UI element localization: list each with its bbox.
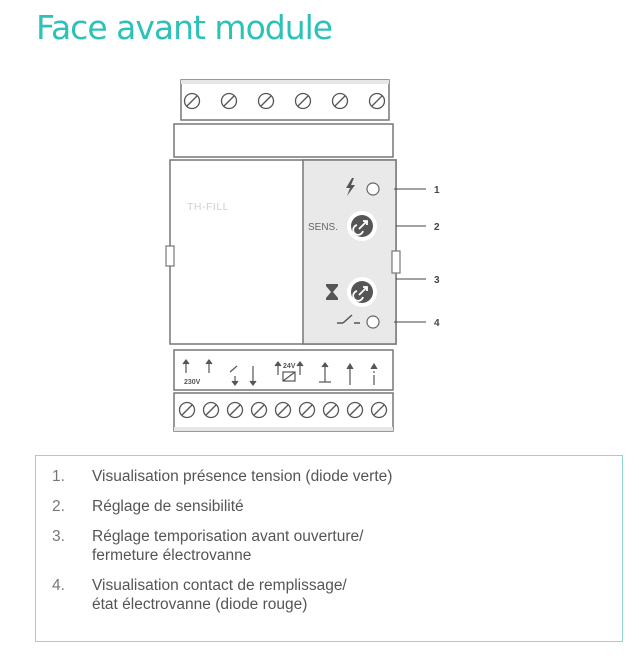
legend-number: 2. <box>52 498 65 515</box>
callout-2: 2 <box>434 222 440 233</box>
screw-terminal-icon <box>178 401 196 419</box>
screw-terminal-icon <box>322 401 340 419</box>
legend-item: 1. Visualisation présence tension (diode… <box>52 467 622 486</box>
sens-label: SENS. <box>308 222 338 233</box>
legend-item: 4. Visualisation contact de remplissage/… <box>52 576 622 614</box>
legend-item: 3. Réglage temporisation avant ouverture… <box>52 527 622 565</box>
callout-1: 1 <box>434 185 440 196</box>
screw-terminal-icon <box>298 401 316 419</box>
legend-text: fermeture électrovanne <box>92 547 252 564</box>
module-body: TH-FILL SENS. <box>165 159 401 345</box>
screw-terminal-icon <box>250 401 268 419</box>
screw-terminal-icon <box>368 92 386 110</box>
callout-4: 4 <box>434 318 440 329</box>
screw-terminal-icon <box>202 401 220 419</box>
voltage-24-label: 24V <box>283 363 296 370</box>
legend-number: 1. <box>52 468 65 485</box>
wiring-symbols-strip: 230V 24V <box>173 349 394 391</box>
top-terminal-block <box>180 79 390 121</box>
screw-terminal-icon <box>226 401 244 419</box>
module-front-diagram: TH-FILL SENS. 1 2 3 4 <box>165 79 440 432</box>
screw-terminal-icon <box>274 401 292 419</box>
bottom-terminal-block <box>173 392 394 432</box>
legend-text: Réglage temporisation avant ouverture/ <box>92 528 364 545</box>
legend-box: 1. Visualisation présence tension (diode… <box>35 455 623 642</box>
product-name: TH-FILL <box>187 201 229 213</box>
legend-text: état électrovanne (diode rouge) <box>92 596 308 613</box>
contact-led <box>366 315 380 329</box>
legend-number: 3. <box>52 528 65 545</box>
label-strip <box>173 123 394 158</box>
legend-number: 4. <box>52 577 65 594</box>
screw-terminal-icon <box>257 92 275 110</box>
screw-terminal-icon <box>220 92 238 110</box>
screw-terminal-icon <box>183 92 201 110</box>
switch-icon <box>337 314 360 324</box>
screw-terminal-icon <box>370 401 388 419</box>
legend-item: 2. Réglage de sensibilité <box>52 497 622 516</box>
voltage-230-label: 230V <box>184 379 201 386</box>
legend-text: Réglage de sensibilité <box>92 498 244 515</box>
screw-terminal-icon <box>331 92 349 110</box>
legend-text: Visualisation contact de remplissage/ <box>92 577 347 594</box>
callouts <box>394 188 426 323</box>
page-title: Face avant module <box>36 8 333 47</box>
screw-terminal-icon <box>294 92 312 110</box>
lightning-icon <box>346 178 355 196</box>
hourglass-icon <box>326 284 338 300</box>
power-led <box>366 182 380 196</box>
callout-3: 3 <box>434 275 440 286</box>
legend-text: Visualisation présence tension (diode ve… <box>92 468 393 485</box>
screw-terminal-icon <box>346 401 364 419</box>
